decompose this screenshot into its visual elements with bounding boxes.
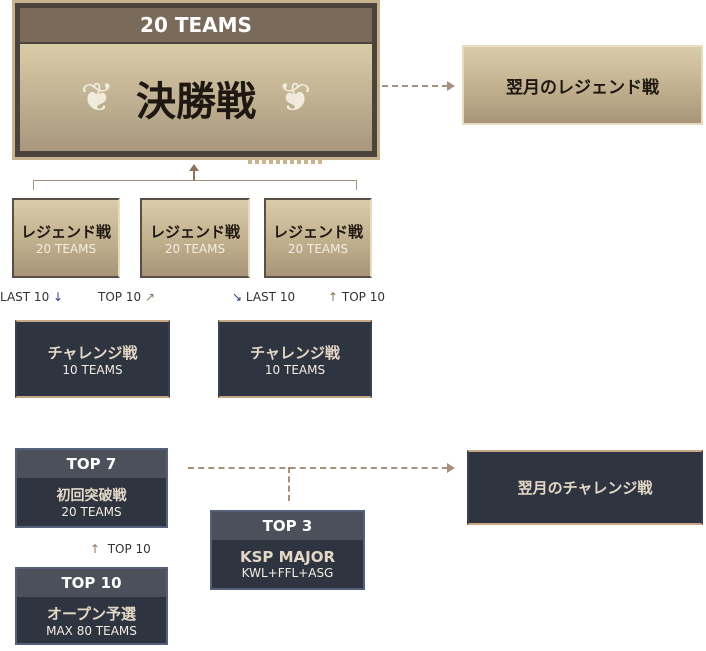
final-box: 20 TEAMS ❦ 決勝戦 ❦ (12, 0, 380, 160)
label-text: TOP 10 (98, 290, 142, 304)
top10-open-label: ↑ TOP 10 (90, 542, 151, 556)
challenge-box-1: チャレンジ戦 10 TEAMS (15, 320, 170, 398)
challenge-title: チャレンジ戦 (47, 343, 138, 362)
open-qualifier-box: TOP 10 オープン予選 MAX 80 TEAMS (15, 567, 168, 645)
arrow-up-icon: ↑ (328, 290, 339, 304)
top10-label-b: ↑ TOP 10 (328, 290, 385, 304)
next-legend-box: 翌月のレジェンド戦 (462, 45, 703, 125)
connector (33, 180, 357, 190)
teams: KWL+FFL+ASG (241, 566, 334, 580)
challenge-title: チャレンジ戦 (250, 343, 340, 362)
arrow-head-icon (447, 463, 455, 473)
teams: MAX 80 TEAMS (46, 623, 137, 638)
final-header: 20 TEAMS (20, 8, 372, 42)
legend-title: レジェンド戦 (272, 222, 363, 241)
body: オープン予選 MAX 80 TEAMS (17, 597, 166, 643)
arrow-head-icon (189, 164, 199, 171)
legend-teams: 20 TEAMS (164, 241, 226, 256)
rank-label: TOP 7 (66, 455, 117, 473)
stripe-decoration (248, 160, 323, 164)
teams: 20 TEAMS (61, 505, 122, 519)
up-arrow-icon (193, 170, 195, 181)
label-text: TOP 10 (341, 290, 385, 304)
laurel-right-icon: ❦ (278, 74, 312, 121)
challenge-teams: 10 TEAMS (62, 362, 123, 377)
dashed-connector (288, 467, 290, 501)
rank-label: TOP 10 (61, 574, 122, 592)
arrow-up-icon: ↑ (90, 542, 101, 556)
dashed-arrow (188, 467, 448, 469)
arrow-down-right-icon: ↘ (232, 290, 243, 304)
next-challenge-box: 翌月のチャレンジ戦 (467, 450, 703, 525)
final-body: ❦ 決勝戦 ❦ (20, 44, 372, 151)
legend-title: レジェンド戦 (20, 222, 111, 241)
next-challenge-title: 翌月のチャレンジ戦 (517, 479, 653, 497)
final-title: 決勝戦 (136, 78, 256, 125)
legend-box-2: レジェンド戦 20 TEAMS (140, 198, 250, 278)
label-text: LAST 10 (0, 290, 50, 304)
body: KSP MAJOR KWL+FFL+ASG (212, 540, 363, 588)
title: オープン予選 (46, 604, 137, 623)
arrow-head-icon (447, 81, 455, 91)
legend-title: レジェンド戦 (149, 222, 240, 241)
rank-header: TOP 10 (17, 569, 166, 597)
rank-header: TOP 7 (17, 450, 166, 478)
final-teams: 20 TEAMS (140, 13, 252, 37)
rank-label: TOP 3 (262, 517, 313, 535)
legend-box-3: レジェンド戦 20 TEAMS (264, 198, 372, 278)
first-breakthrough-box: TOP 7 初回突破戦 20 TEAMS (15, 448, 168, 528)
title: KSP MAJOR (239, 548, 336, 566)
legend-box-1: レジェンド戦 20 TEAMS (12, 198, 120, 278)
ksp-major-box: TOP 3 KSP MAJOR KWL+FFL+ASG (210, 510, 365, 590)
label-text: TOP 10 (107, 542, 151, 556)
challenge-teams: 10 TEAMS (264, 362, 326, 377)
laurel-left-icon: ❦ (80, 74, 114, 121)
legend-teams: 20 TEAMS (287, 241, 349, 256)
last10-label-b: ↘ LAST 10 (232, 290, 295, 304)
top10-label-a: TOP 10 ↗ (98, 290, 155, 304)
body: 初回突破戦 20 TEAMS (17, 478, 166, 526)
title: 初回突破戦 (56, 488, 127, 504)
challenge-box-2: チャレンジ戦 10 TEAMS (218, 320, 372, 398)
arrow-up-right-icon: ↗ (144, 290, 155, 304)
next-legend-title: 翌月のレジェンド戦 (506, 77, 659, 98)
legend-teams: 20 TEAMS (35, 241, 97, 256)
last10-label-a: LAST 10 ↓ (0, 290, 63, 304)
label-text: LAST 10 (245, 290, 296, 304)
dashed-arrow (382, 85, 448, 87)
arrow-down-icon: ↓ (53, 290, 64, 304)
rank-header: TOP 3 (212, 512, 363, 540)
